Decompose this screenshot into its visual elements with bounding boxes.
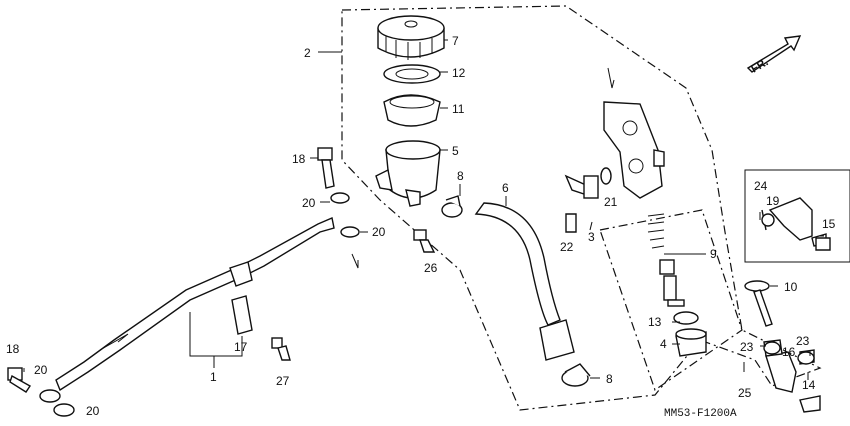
piston-boot	[675, 328, 707, 357]
callout-3: 3	[588, 230, 595, 244]
callout-8a: 8	[457, 169, 464, 183]
diagram-code: MM53-F1200A	[664, 408, 737, 420]
callout-7: 7	[452, 34, 459, 48]
bracket-inset-box	[744, 169, 850, 263]
reservoir-hose	[474, 202, 575, 361]
callout-21: 21	[604, 195, 618, 209]
callout-10: 10	[784, 280, 798, 294]
piston-assembly	[647, 213, 685, 307]
bolt-27	[271, 337, 291, 361]
callout-20b: 20	[372, 225, 386, 239]
callout-11: 11	[452, 102, 465, 116]
washer-23a	[763, 341, 781, 355]
callout-2: 2	[304, 46, 311, 60]
callout-9: 9	[710, 247, 717, 261]
callout-1: 1	[210, 370, 217, 384]
washer-20c	[39, 389, 61, 403]
callout-27: 27	[276, 374, 290, 388]
callout-4: 4	[660, 337, 667, 351]
reservoir-diaphragm	[383, 94, 441, 127]
callout-22: 22	[560, 240, 574, 254]
hose-joint	[564, 174, 599, 199]
push-rod	[744, 280, 773, 327]
callout-12: 12	[452, 66, 466, 80]
brake-hose	[55, 217, 335, 392]
callout-20a: 20	[302, 196, 316, 210]
master-cylinder-body	[603, 101, 665, 199]
front-direction-arrow: FR.	[746, 35, 802, 76]
callout-5: 5	[452, 144, 459, 158]
callout-16: 16	[782, 345, 796, 359]
callout-23a: 23	[740, 340, 754, 354]
callout-20c: 20	[34, 363, 48, 377]
hose-clip-lower	[561, 363, 591, 387]
cylinder-group-outline	[599, 209, 743, 391]
washer-20b	[340, 226, 360, 238]
callout-24: 24	[754, 179, 768, 193]
callout-8b: 8	[606, 372, 613, 386]
bolt-26	[413, 229, 436, 253]
callout-26: 26	[424, 261, 438, 275]
callout-19: 19	[766, 194, 780, 208]
callout-25: 25	[738, 386, 752, 400]
washer-20d	[53, 403, 75, 417]
callout-23b: 23	[796, 334, 810, 348]
bolt-22	[565, 213, 577, 233]
washer-23b	[797, 351, 815, 365]
brake-fluid-reservoir	[375, 140, 441, 207]
circlip	[673, 311, 699, 325]
leader-lines	[23, 39, 824, 380]
reservoir-plate	[383, 64, 441, 84]
callout-labels: 1 2 3 4 5 6 7 8 8 9 10 11 12 13 14 15 16…	[6, 34, 836, 418]
reservoir-cap	[377, 15, 445, 60]
hose-holder	[231, 295, 253, 335]
o-ring	[600, 167, 612, 185]
bracket-inset	[761, 197, 827, 247]
direction-arrows	[351, 67, 615, 269]
bolt-18-upper	[317, 147, 335, 189]
callout-18b: 18	[6, 342, 20, 356]
callout-13: 13	[648, 315, 662, 329]
callout-18a: 18	[292, 152, 306, 166]
bolt-15	[815, 237, 831, 251]
bolt-18-lower	[7, 367, 32, 393]
callout-14: 14	[802, 378, 816, 392]
callout-17: 17	[234, 340, 248, 354]
washer-20a	[330, 192, 350, 204]
callout-6: 6	[502, 181, 509, 195]
hose-clip-upper	[441, 195, 463, 218]
callout-15: 15	[822, 217, 836, 231]
callout-20d: 20	[86, 404, 100, 418]
